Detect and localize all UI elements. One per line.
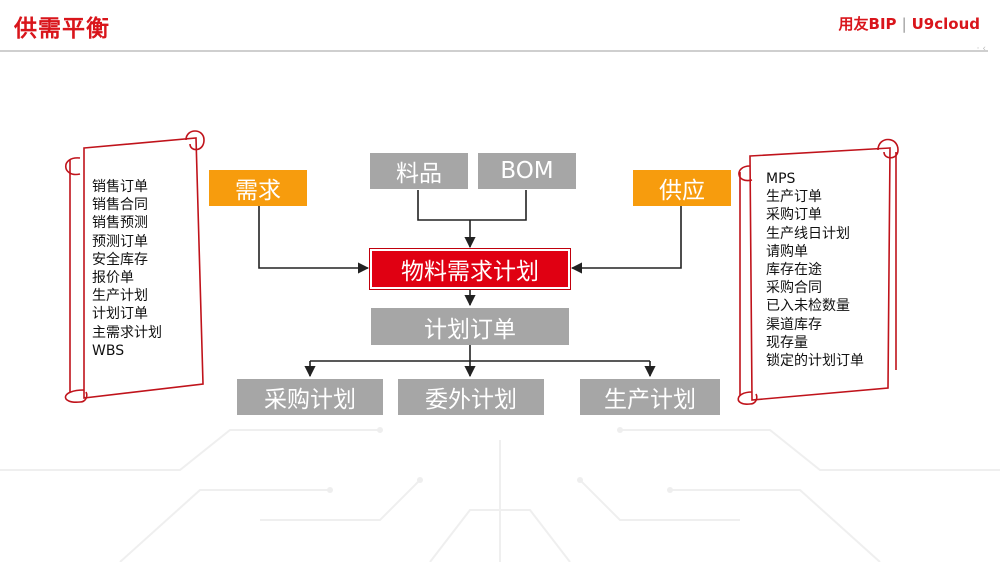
list-item: 生产订单 [766, 189, 822, 206]
production-plan-box: 生产计划 [580, 379, 720, 415]
material-box: 料品 [370, 153, 468, 189]
page-title: 供需平衡 [14, 16, 110, 42]
list-item: 销售订单 [92, 179, 148, 195]
purchase-plan-box: 采购计划 [237, 379, 383, 415]
brand-logo: 用友BIP|U9cloud [838, 15, 980, 33]
list-item: 采购订单 [766, 207, 822, 224]
list-item: 预测订单 [92, 233, 148, 250]
list-item: 主需求计划 [92, 324, 162, 341]
list-item: 报价单 [92, 270, 134, 287]
list-item: 生产计划 [92, 288, 148, 305]
logo-product: U9cloud [911, 15, 980, 33]
outsource-plan-box: 委外计划 [398, 379, 544, 415]
left-scroll [64, 130, 205, 403]
list-item: 锁定的计划订单 [766, 353, 864, 370]
list-item: 库存在途 [766, 262, 822, 279]
demand-source-list: 销售订单 销售合同 销售预测 预测订单 安全库存 报价单 生产计划 计划订单 主… [92, 178, 162, 360]
list-item: WBS [92, 342, 125, 359]
list-item: 采购合同 [766, 280, 822, 297]
header-divider [0, 50, 988, 52]
list-item: 计划订单 [92, 306, 148, 323]
list-item: 生产线日计划 [766, 225, 850, 242]
mrp-box: 物料需求计划 [370, 249, 570, 289]
supply-source-list: MPS 生产订单 采购订单 生产线日计划 请购单 库存在途 采购合同 已入未检数… [766, 170, 864, 370]
list-item: 销售合同 [92, 197, 148, 214]
list-item: 渠道库存 [766, 316, 822, 333]
list-item: 安全库存 [92, 251, 148, 268]
bom-box: BOM [478, 153, 576, 189]
header-ornament: · ‹ [976, 44, 986, 54]
list-item: 已入未检数量 [766, 298, 850, 315]
plan-order-box: 计划订单 [371, 308, 569, 345]
list-item: 请购单 [766, 243, 808, 260]
list-item: 现存量 [766, 334, 808, 351]
right-scroll [737, 138, 899, 405]
supply-box: 供应 [633, 170, 731, 206]
demand-box: 需求 [209, 170, 307, 206]
list-item: MPS [766, 171, 796, 187]
list-item: 销售预测 [92, 215, 148, 232]
logo-brand: 用友BIP [838, 15, 897, 33]
